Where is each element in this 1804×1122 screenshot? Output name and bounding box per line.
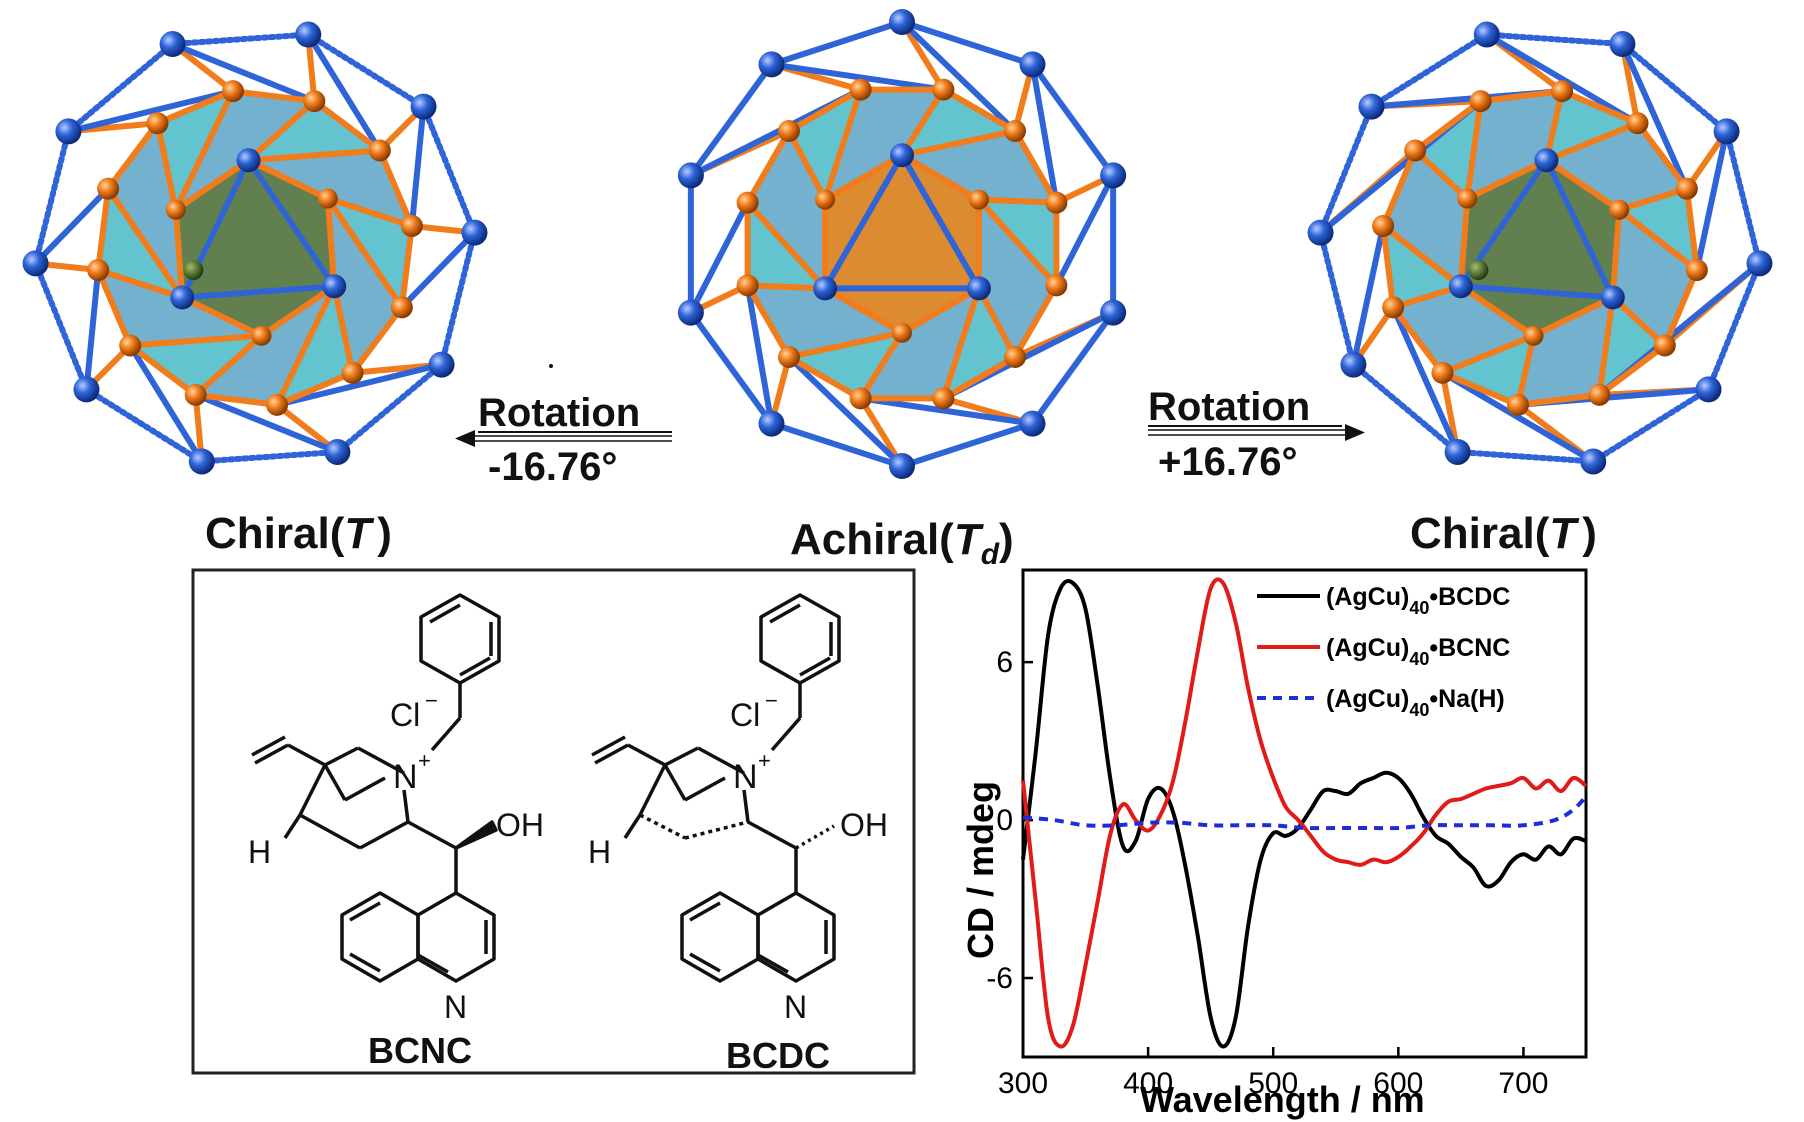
molecule-box <box>191 568 916 1075</box>
x-axis-label: Wavelength / nm <box>1140 1079 1425 1120</box>
svg-text:H: H <box>248 834 271 870</box>
svg-text:N: N <box>393 758 418 796</box>
atoms <box>22 21 488 475</box>
svg-text:Cl: Cl <box>730 697 760 733</box>
rotation-arrow-right: Rotation +16.76° <box>1148 385 1365 484</box>
bonds <box>687 19 1117 469</box>
series-line-0 <box>1021 579 1587 1049</box>
molecule-name-bcnc: BCNC <box>368 1030 472 1071</box>
x-tick-label: 400 <box>1123 1067 1173 1100</box>
bonds <box>1317 31 1763 465</box>
rotation-arrow-left: Rotation -16.76° <box>455 391 672 489</box>
svg-text:OH: OH <box>840 807 888 843</box>
atoms <box>1307 21 1773 475</box>
series-line-2 <box>1022 795 1588 831</box>
rotation-right-title: Rotation <box>1148 385 1310 429</box>
rotation-left-angle: -16.76° <box>488 445 617 489</box>
legend-label-0: (AgCu)40•BCDC <box>1326 583 1510 618</box>
molecule-name-bcdc: BCDC <box>726 1035 830 1076</box>
svg-text:OH: OH <box>496 807 544 843</box>
y-tick-label: 0 <box>996 804 1013 837</box>
plot-frame <box>1021 568 1588 1059</box>
molecule-bcdc-labels: Cl − N + OH H N BCDC <box>588 688 888 1076</box>
y-axis-label: CD / mdeg <box>960 781 1001 959</box>
x-tick-label: 300 <box>998 1067 1048 1100</box>
chiral-cluster-left <box>22 21 488 475</box>
label-achiral-center: Achiral(Td) <box>790 515 1014 571</box>
x-tick-label: 500 <box>1248 1067 1298 1100</box>
chiral-cluster-right <box>1307 21 1773 475</box>
rotation-left-title: Rotation <box>478 391 640 435</box>
polyhedra-faces <box>1383 91 1697 405</box>
stray-dot <box>549 364 553 368</box>
legend-label-1: (AgCu)40•BCNC <box>1326 634 1510 669</box>
legend-label-2: (AgCu)40•Na(H) <box>1326 685 1505 720</box>
y-tick-label: 6 <box>996 646 1013 679</box>
rotation-right-angle: +16.76° <box>1158 440 1297 484</box>
svg-text:N: N <box>444 989 467 1025</box>
minus-sign: − <box>765 688 778 713</box>
molecule-bcnc-labels: Cl − N + OH H N BCNC <box>248 688 544 1071</box>
svg-text:Cl: Cl <box>390 697 420 733</box>
plus-sign: + <box>418 748 431 773</box>
series-line-1 <box>1021 577 1588 1049</box>
x-tick-label: 700 <box>1498 1067 1548 1100</box>
label-chiral-right: Chiral(T) <box>1410 509 1597 558</box>
svg-text:N: N <box>733 758 758 796</box>
atoms <box>677 9 1127 479</box>
molecule-bcdc <box>591 593 841 983</box>
minus-sign: − <box>425 688 438 713</box>
svg-text:H: H <box>588 834 611 870</box>
polyhedra-faces <box>98 91 412 405</box>
y-tick-label: -6 <box>986 962 1013 995</box>
x-tick-label: 600 <box>1373 1067 1423 1100</box>
plus-sign: + <box>758 748 771 773</box>
legend: (AgCu)40•BCDC (AgCu)40•BCNC (AgCu)40•Na(H) <box>1257 583 1510 720</box>
label-chiral-left: Chiral(T) <box>205 509 392 558</box>
molecule-bcnc <box>251 593 501 983</box>
svg-text:N: N <box>784 989 807 1025</box>
achiral-cluster-center <box>677 9 1127 479</box>
